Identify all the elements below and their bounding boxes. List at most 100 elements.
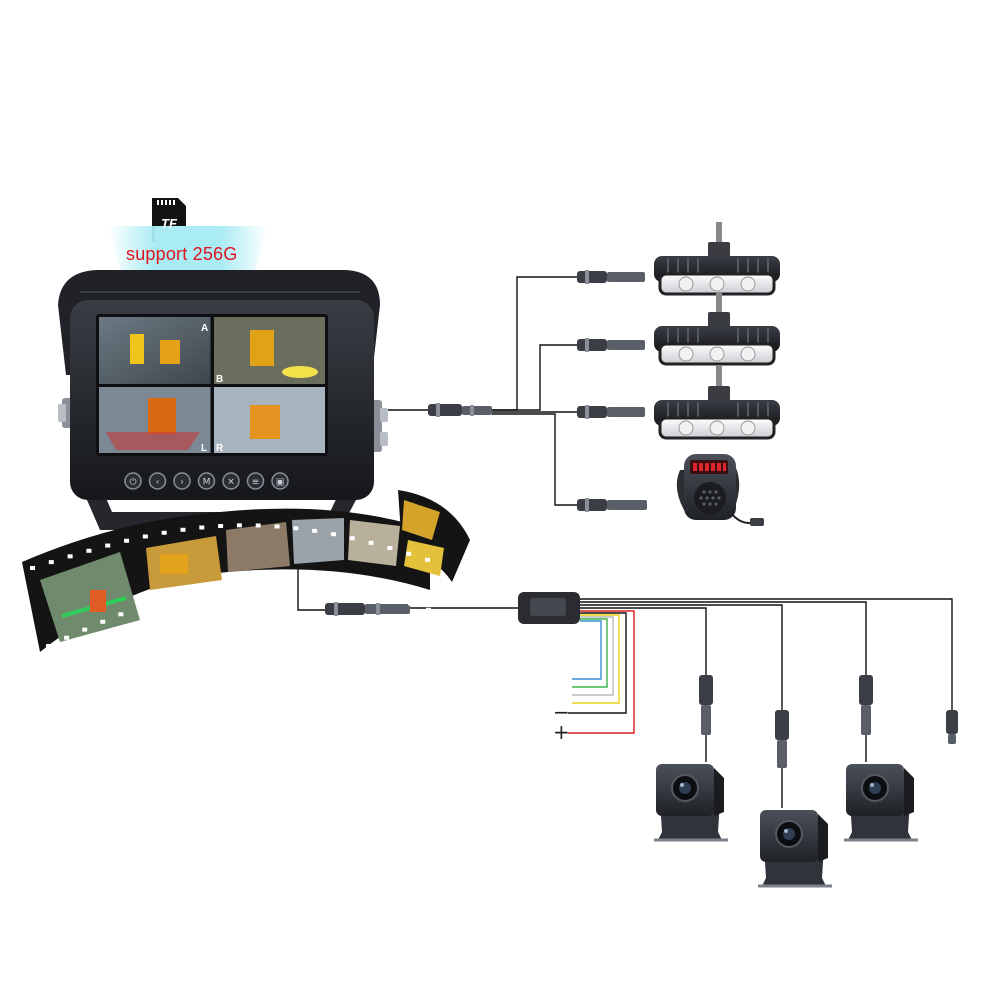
sprocket-hole	[312, 528, 318, 533]
sprocket-hole	[425, 557, 430, 562]
sprocket-hole	[172, 593, 178, 598]
sprocket-hole	[136, 605, 142, 610]
sprocket-hole	[406, 551, 412, 556]
sprocket-hole	[86, 548, 92, 553]
wire-white	[572, 616, 614, 696]
tf-card-label: TF	[161, 216, 177, 231]
sprocket-hole	[245, 578, 251, 583]
wiring-diagram	[297, 276, 953, 712]
sprocket-hole	[263, 577, 269, 582]
left-arrow-icon-glyph: ‹	[156, 478, 160, 488]
wire-yellow	[572, 614, 620, 704]
sprocket-hole	[105, 543, 111, 548]
quad-label-l: L	[201, 443, 207, 454]
wire-to-speaker	[492, 413, 578, 506]
split-icon[interactable]: ≡	[246, 472, 265, 490]
film-frames	[40, 500, 444, 642]
sprocket-hole	[46, 644, 51, 648]
wire-to-light-2	[492, 344, 578, 411]
sprocket-hole	[161, 530, 167, 535]
sprocket-hole	[299, 578, 305, 583]
right-arrow-icon-glyph: ›	[180, 478, 184, 488]
sprocket-hole	[236, 523, 242, 528]
camera-2	[758, 810, 832, 888]
power-icon-glyph: ⏻	[129, 477, 136, 488]
wire-to-camera-3	[580, 601, 867, 680]
display-icon[interactable]: ▣	[271, 472, 289, 490]
light-3-connector	[577, 405, 645, 419]
sprocket-hole	[199, 525, 205, 530]
wire-to-extra-port	[580, 598, 953, 712]
alarm-speaker	[676, 454, 764, 526]
sprocket-hole	[154, 598, 160, 603]
film-strip-decoration	[22, 490, 470, 652]
sprocket-hole	[82, 627, 88, 632]
sprocket-hole	[317, 579, 323, 584]
wire-monitor-to-harness	[297, 555, 325, 611]
speaker-connector	[577, 498, 647, 512]
camera-3	[844, 764, 918, 842]
split-icon-glyph: ≡	[252, 478, 260, 488]
quad-label-a: A	[201, 323, 208, 334]
wire-to-camera-2	[580, 604, 783, 712]
extra-port-connector	[946, 710, 958, 744]
storage-support-banner	[108, 226, 268, 270]
negative-terminal-label: −	[553, 700, 570, 724]
sprocket-hole	[208, 584, 214, 589]
quad-pane-a	[99, 317, 211, 384]
sprocket-hole	[226, 580, 232, 585]
wire-black	[568, 612, 627, 714]
sprocket-hole	[142, 534, 148, 539]
junction-box	[518, 592, 580, 624]
sprocket-hole	[218, 524, 224, 529]
sprocket-hole	[335, 582, 341, 587]
sprocket-hole	[190, 588, 196, 593]
quad-label-r: R	[216, 443, 224, 454]
mode-icon[interactable]: ✕	[222, 472, 240, 490]
sprocket-hole	[180, 527, 186, 532]
wire-blue	[572, 620, 602, 680]
screen-quad-view	[99, 317, 325, 453]
work-light-2	[654, 292, 780, 366]
film-sprocket-holes	[30, 523, 431, 648]
work-light-3	[654, 366, 780, 440]
sprocket-hole	[67, 554, 73, 559]
sprocket-hole	[389, 595, 395, 600]
sprocket-hole	[371, 590, 377, 595]
sprocket-hole	[353, 586, 359, 591]
storage-support-text: support 256G	[126, 244, 238, 264]
right-arrow-icon[interactable]: ›	[173, 472, 191, 490]
work-light-1	[654, 222, 780, 296]
monitor-button-row: ⏻ ‹ › M ✕ ≡ ▣	[124, 472, 289, 490]
splitter-connector	[428, 403, 492, 417]
display-icon-glyph: ▣	[276, 478, 285, 488]
aviation-connectors	[325, 270, 958, 808]
menu-icon[interactable]: M	[197, 472, 216, 490]
sprocket-hole	[330, 532, 336, 537]
power-trigger-wires	[568, 610, 635, 734]
camera-2-connector	[775, 710, 789, 808]
sprocket-hole	[274, 524, 280, 529]
light-2-connector	[577, 338, 645, 352]
power-icon[interactable]: ⏻	[124, 472, 142, 490]
harness-connector	[325, 602, 410, 616]
sprocket-hole	[293, 526, 299, 531]
camera-1	[654, 764, 728, 842]
positive-terminal-label: +	[553, 720, 570, 744]
sprocket-hole	[118, 612, 124, 617]
mode-icon-glyph: ✕	[227, 478, 235, 488]
sprocket-hole	[124, 538, 130, 543]
sprocket-hole	[48, 560, 54, 565]
light-1-connector	[577, 270, 645, 284]
quad-monitor: A B L R ⏻ ‹ › M ✕ ≡ ▣	[58, 270, 388, 530]
sprocket-hole	[407, 601, 413, 606]
sprocket-hole	[64, 635, 70, 640]
menu-icon-glyph: M	[203, 478, 211, 488]
sprocket-hole	[426, 607, 431, 612]
camera-3-connector	[859, 675, 873, 762]
sprocket-hole	[387, 546, 393, 551]
sprocket-hole	[30, 566, 35, 570]
quad-label-b: B	[216, 374, 223, 385]
left-arrow-icon[interactable]: ‹	[148, 472, 167, 490]
wire-red	[568, 610, 635, 734]
